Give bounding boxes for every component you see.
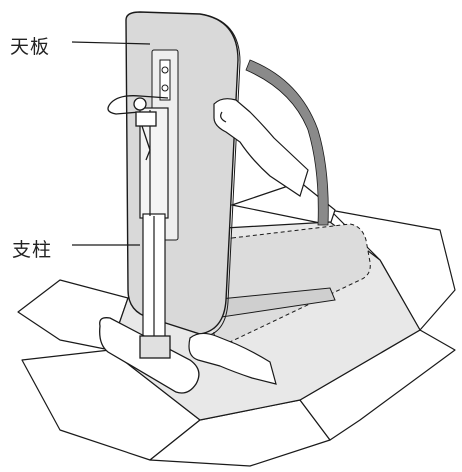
- column-label: 支柱: [12, 239, 53, 261]
- foot-base: [99, 317, 200, 394]
- tabletop-outline-dashed: [209, 223, 371, 344]
- box-flap-back: [231, 181, 336, 226]
- left-hand: [188, 332, 277, 385]
- tabletop-edge: [199, 13, 241, 337]
- support-column: [139, 107, 169, 343]
- tabletop-leader-line: [71, 41, 151, 45]
- rotation-arrow: [245, 59, 329, 226]
- tabletop-label: 天板: [10, 36, 51, 58]
- hand-crank: [107, 95, 169, 161]
- right-hand: [213, 98, 309, 197]
